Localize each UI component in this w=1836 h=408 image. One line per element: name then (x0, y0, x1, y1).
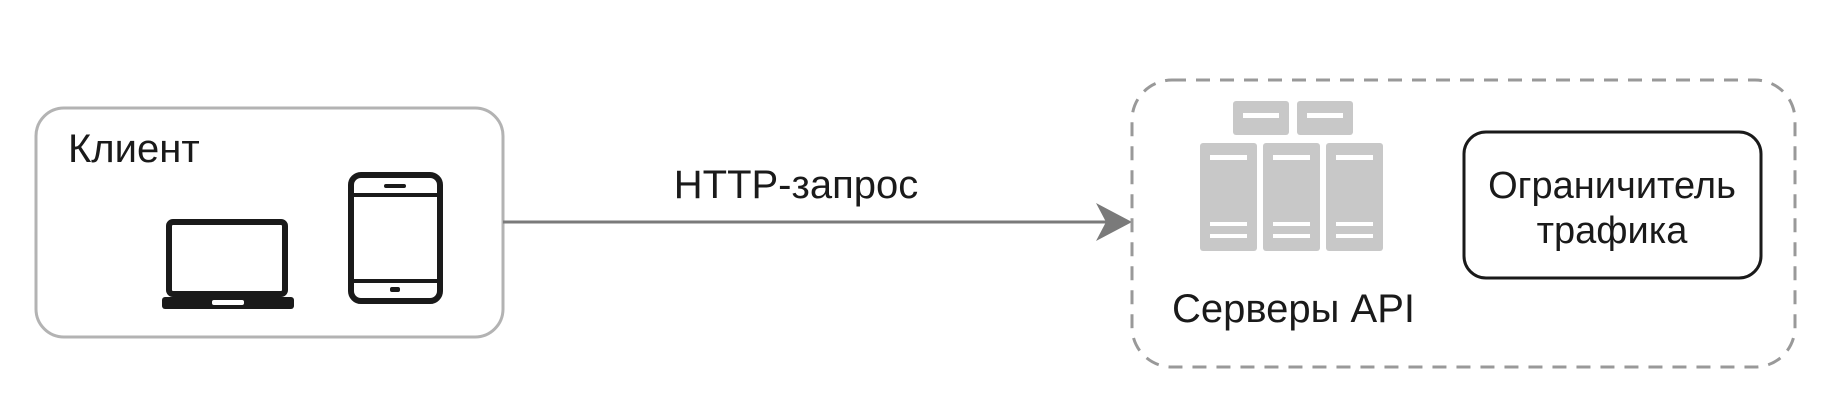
http-request-label: HTTP-запрос (674, 163, 919, 207)
api-group-dashed-border (1130, 78, 1797, 369)
http-request-arrow (503, 203, 1132, 241)
rate-limiter-border (1462, 130, 1763, 280)
laptop-icon (162, 219, 294, 309)
client-box: Клиент (34, 106, 505, 339)
client-label: Клиент (68, 127, 200, 171)
api-group: Серверы API Ограничитель трафика (1130, 78, 1797, 369)
api-servers-label: Серверы API (1172, 287, 1415, 331)
rate-limiter-label-line2: трафика (1537, 210, 1689, 252)
tablet-icon (348, 172, 443, 304)
rate-limiter-label-line1: Ограничитель (1488, 165, 1736, 207)
rate-limiter-box: Ограничитель трафика (1462, 130, 1763, 280)
server-rack-icon (1200, 101, 1383, 251)
